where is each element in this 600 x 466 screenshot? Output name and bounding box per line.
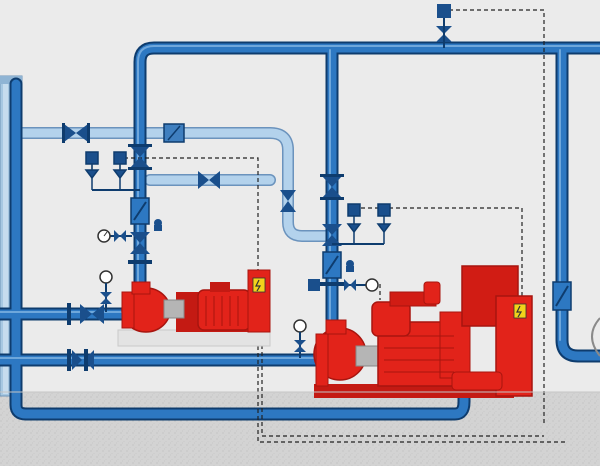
gauges — [97, 219, 379, 358]
electric-riser-valves — [128, 144, 152, 264]
top-sensor — [436, 4, 452, 48]
riser-test-valve — [280, 190, 296, 212]
electric-pressure-switches — [84, 151, 140, 191]
suction-valves — [67, 303, 104, 371]
main-pipes — [0, 41, 600, 421]
test-line-valve — [62, 123, 90, 143]
diesel-pump-set — [313, 265, 533, 398]
electric-pump-set — [117, 269, 271, 347]
diesel-pressure-switches — [332, 203, 392, 245]
right-tank-edge — [591, 317, 600, 357]
diesel-panel-warning-icon — [513, 303, 527, 319]
flow-meter — [163, 123, 185, 143]
branch-valve — [198, 171, 220, 189]
floor — [0, 392, 600, 466]
electric-panel-warning-icon — [252, 277, 266, 293]
right-riser-check-valve — [552, 281, 572, 311]
